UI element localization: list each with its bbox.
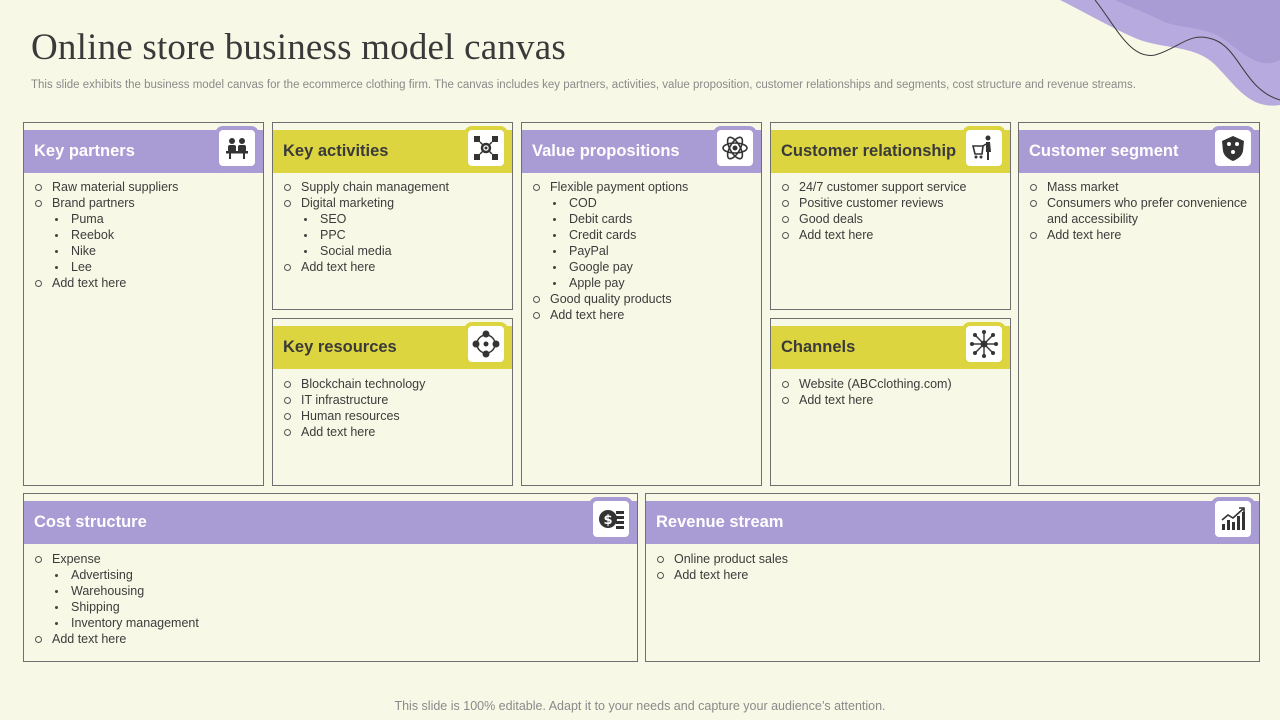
segment-shield-icon	[1211, 126, 1255, 170]
shopper-cart-icon	[962, 126, 1006, 170]
list-item: Website (ABCclothing.com)	[780, 376, 1004, 392]
list-item: Good quality products	[531, 291, 755, 307]
footer-note: This slide is 100% editable. Adapt it to…	[394, 699, 886, 713]
sub-list-item: Debit cards	[531, 211, 755, 227]
list-item: Add text here	[33, 631, 631, 647]
list-item: Flexible payment options	[531, 179, 755, 195]
sub-list-item: Apple pay	[531, 275, 755, 291]
resources-cycle-icon	[464, 322, 508, 366]
list-item: Mass market	[1028, 179, 1253, 195]
list-item: Human resources	[282, 408, 506, 424]
list-item: Add text here	[780, 392, 1004, 408]
list-item: Raw material suppliers	[33, 179, 257, 195]
list-item: IT infrastructure	[282, 392, 506, 408]
sub-list-item: Advertising	[33, 567, 631, 583]
list-item: Add text here	[282, 424, 506, 440]
list-item: Supply chain management	[282, 179, 506, 195]
page-title: Online store business model canvas	[31, 27, 566, 68]
growth-chart-icon	[1211, 497, 1255, 541]
list-item: Add text here	[780, 227, 1004, 243]
sub-list-item: SEO	[282, 211, 506, 227]
list-item: Expense	[33, 551, 631, 567]
list-item: Add text here	[655, 567, 1253, 583]
sub-list-item: PPC	[282, 227, 506, 243]
sub-list-item: Google pay	[531, 259, 755, 275]
sub-list-item: COD	[531, 195, 755, 211]
hub-network-icon	[962, 322, 1006, 366]
sub-list-item: Nike	[33, 243, 257, 259]
decorative-wave-corner	[1060, 0, 1280, 106]
list-item: Positive customer reviews	[780, 195, 1004, 211]
sub-list-item: Puma	[33, 211, 257, 227]
sub-list-item: Lee	[33, 259, 257, 275]
sub-list-item: Inventory management	[33, 615, 631, 631]
list-item: Online product sales	[655, 551, 1253, 567]
list-item: Good deals	[780, 211, 1004, 227]
list: Website (ABCclothing.com)Add text here	[780, 376, 1004, 408]
card-header: Revenue stream	[646, 501, 1259, 544]
card-channels: Channels Website (ABCclothing.com)Add te…	[770, 318, 1011, 486]
sub-list-item: PayPal	[531, 243, 755, 259]
sub-list-item: Shipping	[33, 599, 631, 615]
list-item: Add text here	[33, 275, 257, 291]
list-item: Add text here	[282, 259, 506, 275]
atom-icon	[713, 126, 757, 170]
page-subtitle: This slide exhibits the business model c…	[31, 79, 1136, 91]
list-item: Add text here	[1028, 227, 1253, 243]
sub-list-item: Credit cards	[531, 227, 755, 243]
sub-list-item: Warehousing	[33, 583, 631, 599]
list-item: 24/7 customer support service	[780, 179, 1004, 195]
card-header: Cost structure	[24, 501, 637, 544]
list-item: Consumers who prefer convenience and acc…	[1028, 195, 1253, 227]
dollar-coins-icon: $	[589, 497, 633, 541]
meeting-people-icon	[215, 126, 259, 170]
list-item: Blockchain technology	[282, 376, 506, 392]
list-item: Digital marketing	[282, 195, 506, 211]
card-value-propositions: Value propositions Flexible payment opti…	[521, 122, 762, 486]
sub-list-item: Reebok	[33, 227, 257, 243]
gear-network-icon	[464, 126, 508, 170]
list-item: Brand partners	[33, 195, 257, 211]
svg-text:$: $	[603, 513, 612, 528]
sub-list-item: Social media	[282, 243, 506, 259]
list-item: Add text here	[531, 307, 755, 323]
card-customer-relationship: Customer relationship 24/7 customer supp…	[770, 122, 1011, 310]
